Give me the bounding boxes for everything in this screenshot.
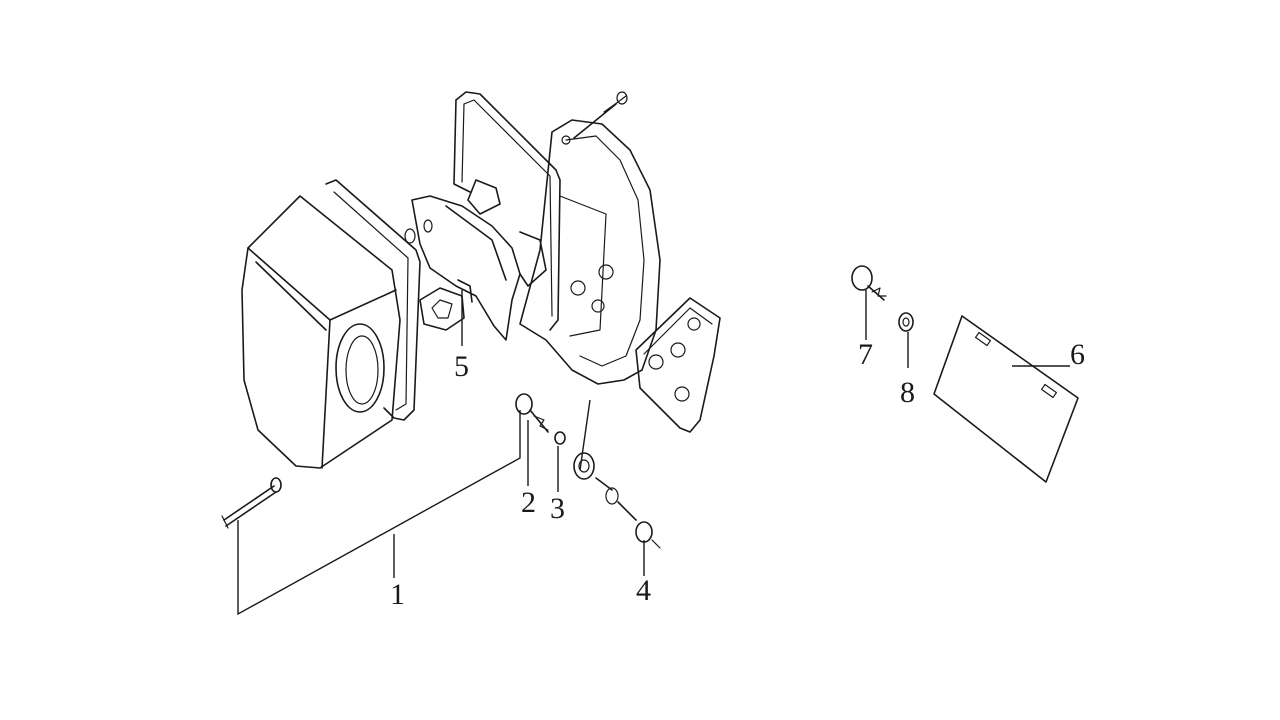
filter-element-plate bbox=[933, 315, 1079, 483]
intake-elbow bbox=[411, 179, 547, 341]
callout-7: 7 bbox=[858, 338, 873, 371]
air-cleaner-base-plate bbox=[519, 119, 661, 385]
callout-2: 2 bbox=[521, 486, 536, 519]
hex-nut bbox=[898, 312, 914, 332]
mounting-bracket bbox=[635, 297, 721, 433]
callout-4: 4 bbox=[636, 574, 651, 607]
long-bolt bbox=[221, 477, 282, 529]
callout-5: 5 bbox=[454, 350, 469, 383]
cover-nut bbox=[404, 219, 433, 244]
callout-1: 1 bbox=[390, 578, 405, 611]
carburetor-gasket-frame bbox=[453, 91, 561, 331]
air-cleaner-cover bbox=[241, 195, 401, 469]
callout-6: 6 bbox=[1070, 338, 1085, 371]
callout-3: 3 bbox=[550, 492, 565, 525]
cover-gasket bbox=[325, 179, 421, 421]
top-stud-bolt bbox=[573, 91, 628, 139]
callout-8: 8 bbox=[900, 376, 915, 409]
leader-lines bbox=[237, 290, 1070, 616]
wing-bolt bbox=[851, 265, 887, 301]
